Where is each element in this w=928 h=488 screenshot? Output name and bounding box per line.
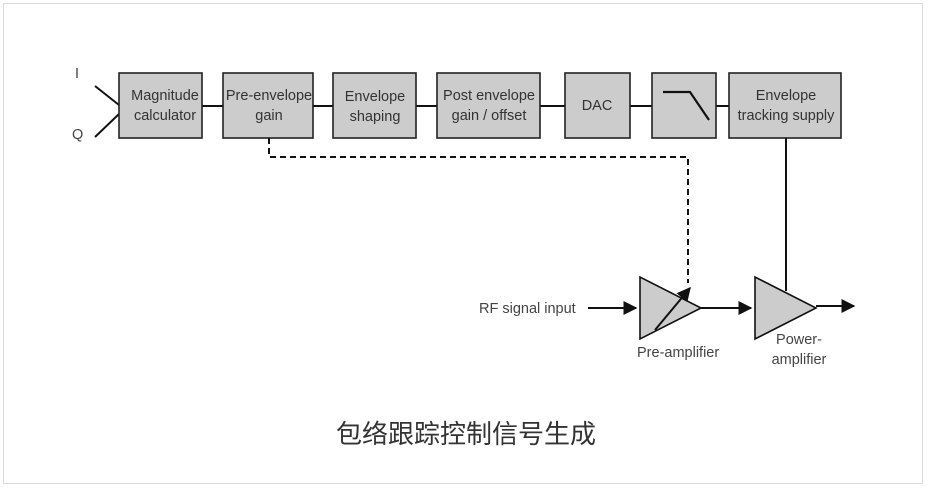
variable-gain-arrow [654,286,691,331]
gain-control-dashed-path [268,138,689,283]
block-label-line2: gain [255,108,282,124]
block-label-line2: tracking supply [738,108,835,124]
pre-envelope-gain-block: Pre-envelope gain [222,72,314,139]
input-i-line [94,85,120,106]
block-label-line2: gain / offset [452,108,527,124]
post-envelope-gain-offset-block: Post envelope gain / offset [436,72,541,139]
block-label-line1: Envelope [345,89,405,105]
block-label-line1: Magnitude [131,88,199,104]
magnitude-calculator-block: Magnitude calculator [118,72,203,139]
lowpass-filter-icon [663,90,710,121]
lowpass-filter-block [651,72,717,139]
power-amplifier-label-line1: Power- [776,332,822,348]
block-label-line1: DAC [582,98,613,114]
input-q-line [94,113,120,138]
dac-block: DAC [564,72,631,139]
block-label-line2: calculator [134,108,196,124]
envelope-tracking-supply-block: Envelope tracking supply [728,72,842,139]
input-q-label: Q [72,127,83,143]
block-label-line1: Pre-envelope [226,88,312,104]
rf-input-label: RF signal input [479,301,576,317]
power-amplifier-label-line2: amplifier [772,352,827,368]
block-label-line1: Envelope [756,88,816,104]
block-label-line1: Post envelope [443,88,535,104]
pre-amplifier-label: Pre-amplifier [637,345,719,361]
diagram-frame [3,3,923,484]
pre-amplifier-triangle [639,275,703,341]
input-i-label: I [75,66,79,82]
block-label-line2: shaping [350,109,401,125]
envelope-shaping-block: Envelope shaping [332,72,417,139]
power-amplifier-triangle [754,275,818,341]
diagram-caption: 包络跟踪控制信号生成 [336,420,596,450]
